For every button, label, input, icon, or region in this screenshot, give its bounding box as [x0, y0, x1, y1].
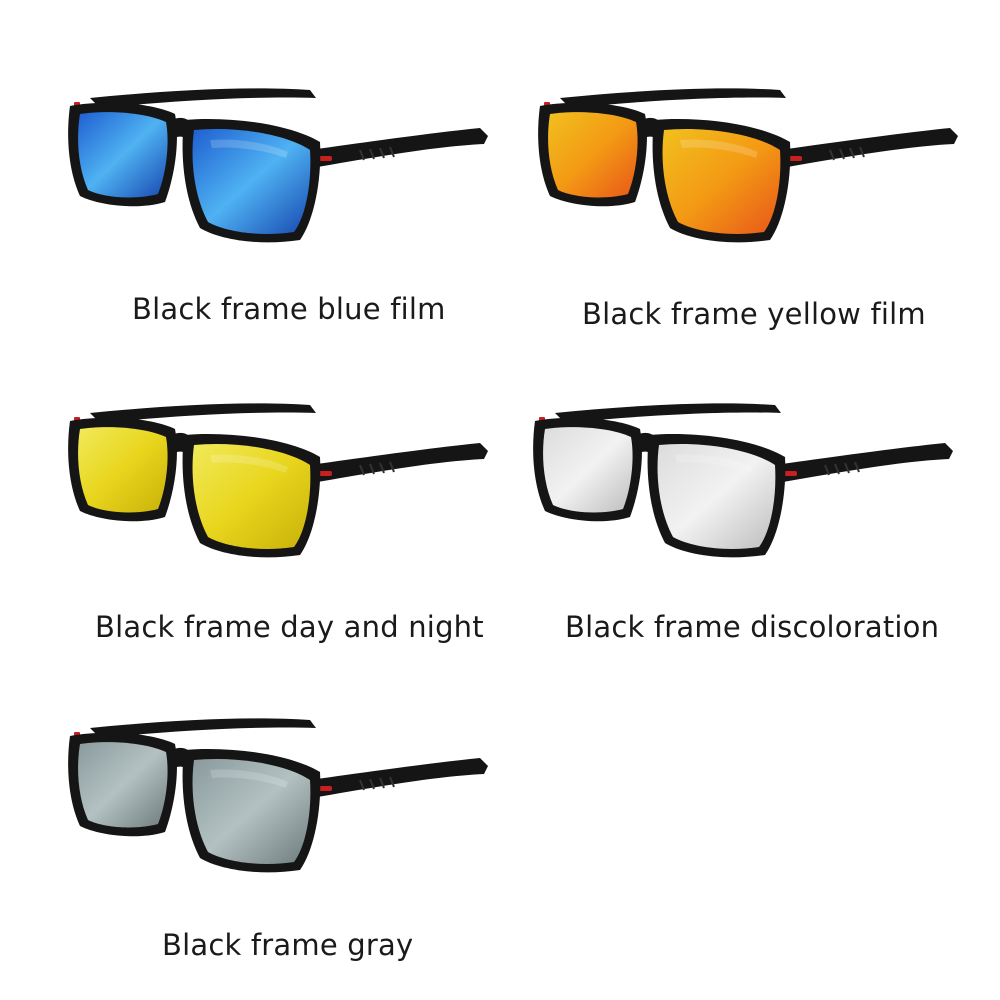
left-lens: [548, 112, 638, 198]
far-temple-arm: [560, 88, 786, 108]
left-lens: [78, 742, 168, 828]
variant-blue-film[interactable]: Black frame blue film: [60, 80, 500, 340]
variant-discoloration[interactable]: Black frame discoloration: [525, 395, 975, 655]
far-temple-arm: [90, 403, 316, 423]
left-lens: [78, 427, 168, 513]
far-temple-arm: [90, 718, 316, 738]
right-lens: [192, 443, 311, 549]
variant-gray[interactable]: Black frame gray: [60, 710, 500, 980]
variant-label: Black frame day and night: [95, 610, 484, 644]
variant-label: Black frame blue film: [132, 292, 446, 326]
far-temple-arm: [90, 88, 316, 108]
sunglasses-day-and-night-image: [68, 403, 488, 558]
near-temple-arm: [775, 443, 953, 483]
left-lens: [78, 112, 168, 198]
sunglasses-gray-image: [68, 718, 488, 873]
left-lens: [543, 427, 633, 513]
sunglasses-blue-film-image: [68, 88, 488, 243]
variant-label: Black frame yellow film: [582, 297, 926, 331]
right-lens: [657, 443, 776, 549]
near-temple-arm: [780, 128, 958, 168]
sunglasses-yellow-film-image: [538, 88, 958, 243]
right-lens: [192, 758, 311, 864]
sunglasses-discoloration-image: [533, 403, 953, 558]
variant-yellow-film[interactable]: Black frame yellow film: [530, 80, 970, 340]
variant-label: Black frame gray: [162, 928, 414, 962]
near-temple-arm: [310, 128, 488, 168]
variant-label: Black frame discoloration: [565, 610, 940, 644]
variant-day-and-night[interactable]: Black frame day and night: [60, 395, 500, 655]
near-temple-arm: [310, 443, 488, 483]
right-lens: [662, 128, 781, 234]
near-temple-arm: [310, 758, 488, 798]
right-lens: [192, 128, 311, 234]
far-temple-arm: [555, 403, 781, 423]
